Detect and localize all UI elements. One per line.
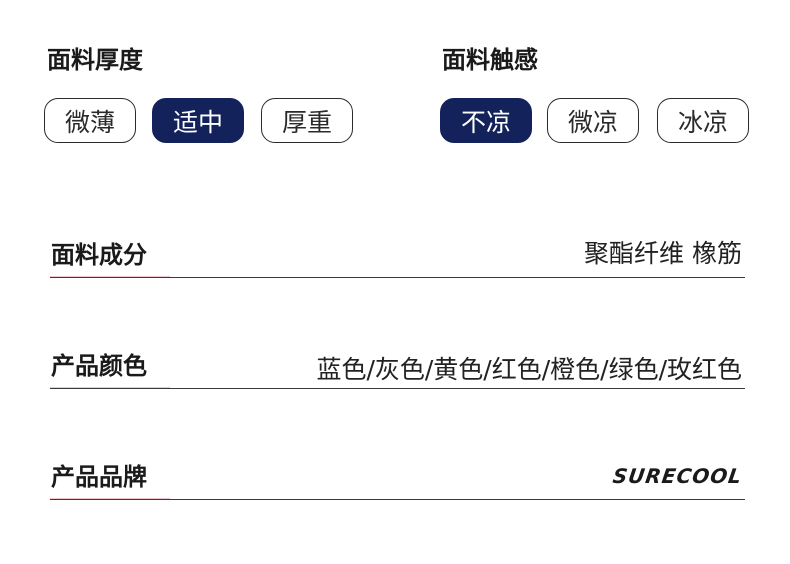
feel-option-slightly-cool[interactable]: 微凉: [547, 98, 639, 143]
thickness-option-thin[interactable]: 微薄: [44, 98, 136, 143]
color-label: 产品颜色: [51, 352, 147, 380]
material-value: 聚酯纤维 橡筋: [584, 239, 742, 268]
material-label: 面料成分: [51, 241, 147, 269]
thickness-option-medium[interactable]: 适中: [152, 98, 244, 143]
thickness-title: 面料厚度: [47, 46, 143, 74]
brand-divider: [50, 499, 745, 500]
feel-option-ice-cool[interactable]: 冰凉: [657, 98, 749, 143]
color-value: 蓝色/灰色/黄色/红色/橙色/绿色/玫红色: [316, 355, 742, 384]
feel-option-not-cool[interactable]: 不凉: [440, 98, 532, 143]
material-accent: [50, 276, 170, 277]
material-divider: [50, 277, 745, 278]
color-divider: [50, 388, 745, 389]
brand-logo: SURECOOL: [611, 464, 744, 488]
color-accent: [50, 387, 170, 388]
brand-accent: [50, 498, 170, 499]
brand-label: 产品品牌: [51, 463, 147, 491]
thickness-option-thick[interactable]: 厚重: [261, 98, 353, 143]
feel-title: 面料触感: [442, 46, 538, 74]
